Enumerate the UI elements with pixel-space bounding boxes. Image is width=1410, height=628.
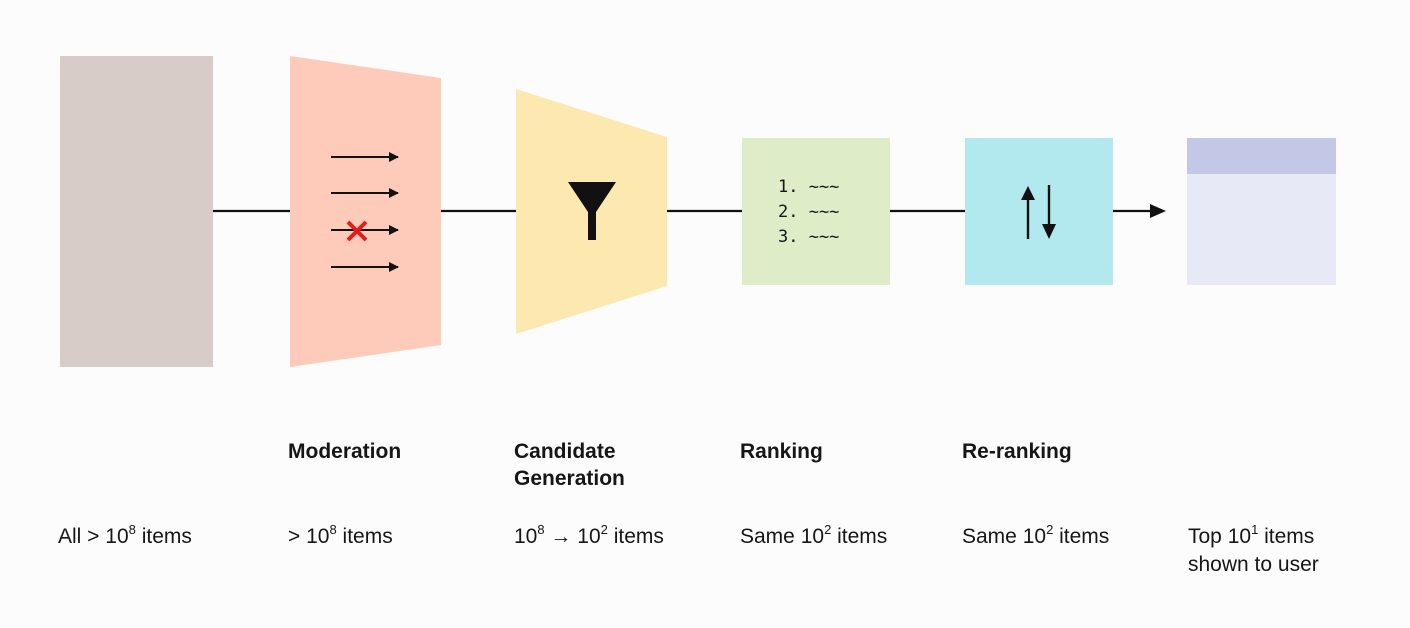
reranking-count: Same 102 items <box>962 522 1110 548</box>
output-count-line2: shown to user <box>1188 553 1319 576</box>
ranking-list-item: 2. ~~~ <box>778 202 840 222</box>
candidate-generation-count: 108 → 102 items <box>514 522 664 548</box>
reranking-title: Re-ranking <box>962 440 1072 463</box>
moderation-block <box>290 56 441 367</box>
ranking-title: Ranking <box>740 440 823 463</box>
all-items-block <box>60 56 213 367</box>
output-count: Top 101 items shown to user <box>1188 523 1319 579</box>
candidate-generation-title: Candidate Generation <box>514 438 625 492</box>
ranking-block <box>742 138 890 285</box>
user-feed-header <box>1187 138 1336 174</box>
moderation-count: > 108 items <box>288 522 393 548</box>
ranking-list-item: 1. ~~~ <box>778 177 840 197</box>
moderation-title: Moderation <box>288 440 402 463</box>
reject-cross-icon <box>346 220 368 242</box>
candidate-title-line1: Candidate <box>514 440 616 463</box>
arrows-with-rejected-cross-icon <box>331 152 399 272</box>
up-down-arrows-icon <box>1021 185 1056 239</box>
funnel-icon <box>568 182 616 240</box>
ranking-list-item: 3. ~~~ <box>778 227 840 247</box>
all-items-count: All > 108 items <box>58 522 192 548</box>
ranking-list: 1. ~~~ 2. ~~~ 3. ~~~ <box>778 175 839 250</box>
candidate-title-line2: Generation <box>514 467 625 490</box>
output-arrow <box>1113 204 1166 218</box>
user-feed-block <box>1187 138 1336 285</box>
ranking-count: Same 102 items <box>740 522 888 548</box>
reranking-block <box>965 138 1113 285</box>
